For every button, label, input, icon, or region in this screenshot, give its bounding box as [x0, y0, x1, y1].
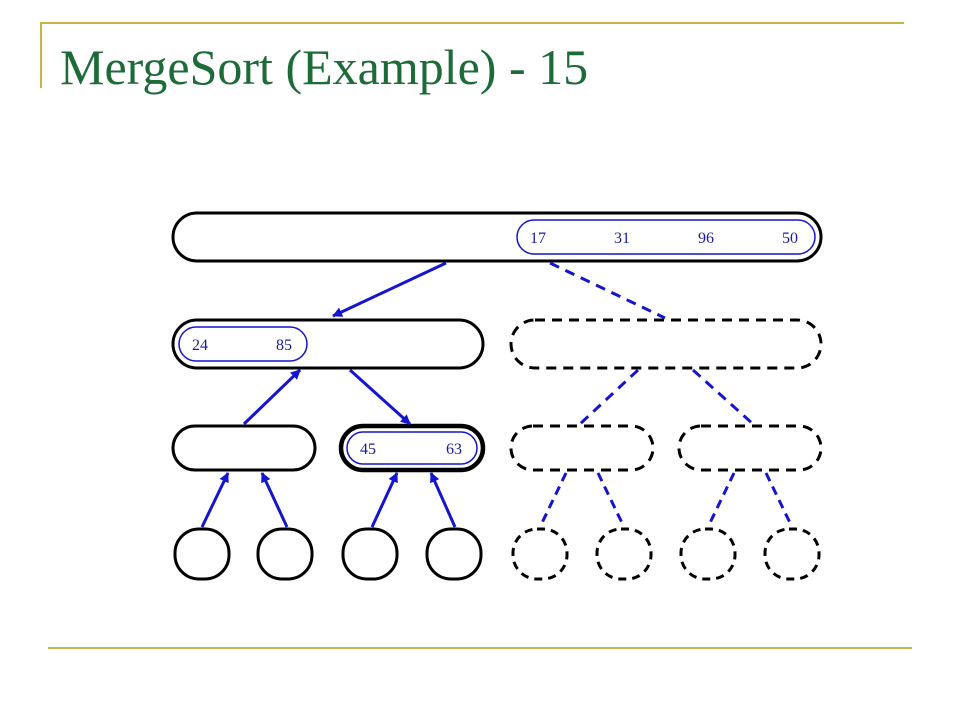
arrow-root-to-left-child [332, 261, 447, 318]
level2-node-1 [171, 424, 317, 472]
level2-node-3 [509, 424, 655, 472]
dashed-right-child-to-level2-node-4 [691, 368, 755, 426]
level2-node-4 [677, 424, 823, 472]
left-child-value-2: 85 [276, 337, 292, 354]
arrow-leaf-1-to-level2-node-1 [200, 472, 230, 528]
slide-title: MergeSort (Example) - 15 [60, 39, 589, 95]
left-accent-bar [40, 22, 42, 88]
dashed-level2-node-4-to-leaf-8 [764, 472, 794, 528]
leaf-node-4 [425, 527, 483, 581]
root-merged-sequence [516, 219, 816, 255]
level2-node-2-sequence [346, 431, 478, 465]
level2-node-2-value-2: 63 [446, 441, 462, 458]
root-value-1: 17 [530, 230, 546, 247]
arrow-leaf-4-to-level2-node-2 [429, 472, 457, 528]
leaf-node-6 [595, 527, 653, 581]
left-child-node [171, 318, 485, 370]
root-value-4: 50 [782, 230, 798, 247]
dashed-right-child-to-level2-node-3 [578, 368, 640, 426]
right-child-node [509, 318, 823, 370]
arrow-left-child-to-level2-node-2 [348, 368, 412, 426]
dashed-level2-node-3-to-leaf-5 [538, 472, 568, 528]
dashed-root-to-right-child [549, 261, 666, 320]
leaf-node-8 [763, 527, 821, 581]
level2-node-2 [338, 423, 486, 473]
left-child-value-1: 24 [192, 337, 208, 354]
dashed-level2-node-4-to-leaf-7 [706, 472, 736, 528]
left-child-merged-sequence [178, 326, 308, 362]
leaf-node-1 [173, 527, 231, 581]
dashed-level2-node-3-to-leaf-6 [596, 472, 626, 528]
level2-node-2-value-1: 45 [360, 441, 376, 458]
root-value-3: 96 [698, 230, 714, 247]
leaf-node-3 [341, 527, 399, 581]
leaf-node-2 [256, 527, 314, 581]
root-node [171, 211, 823, 263]
arrow-level2-node-1-to-left-child [242, 368, 302, 426]
leaf-node-5 [511, 527, 569, 581]
leaf-node-7 [679, 527, 737, 581]
top-rule [40, 22, 904, 24]
arrow-leaf-3-to-level2-node-2 [370, 472, 399, 528]
bottom-rule [48, 647, 912, 649]
arrow-leaf-2-to-level2-node-1 [260, 472, 289, 528]
root-value-2: 31 [614, 230, 630, 247]
